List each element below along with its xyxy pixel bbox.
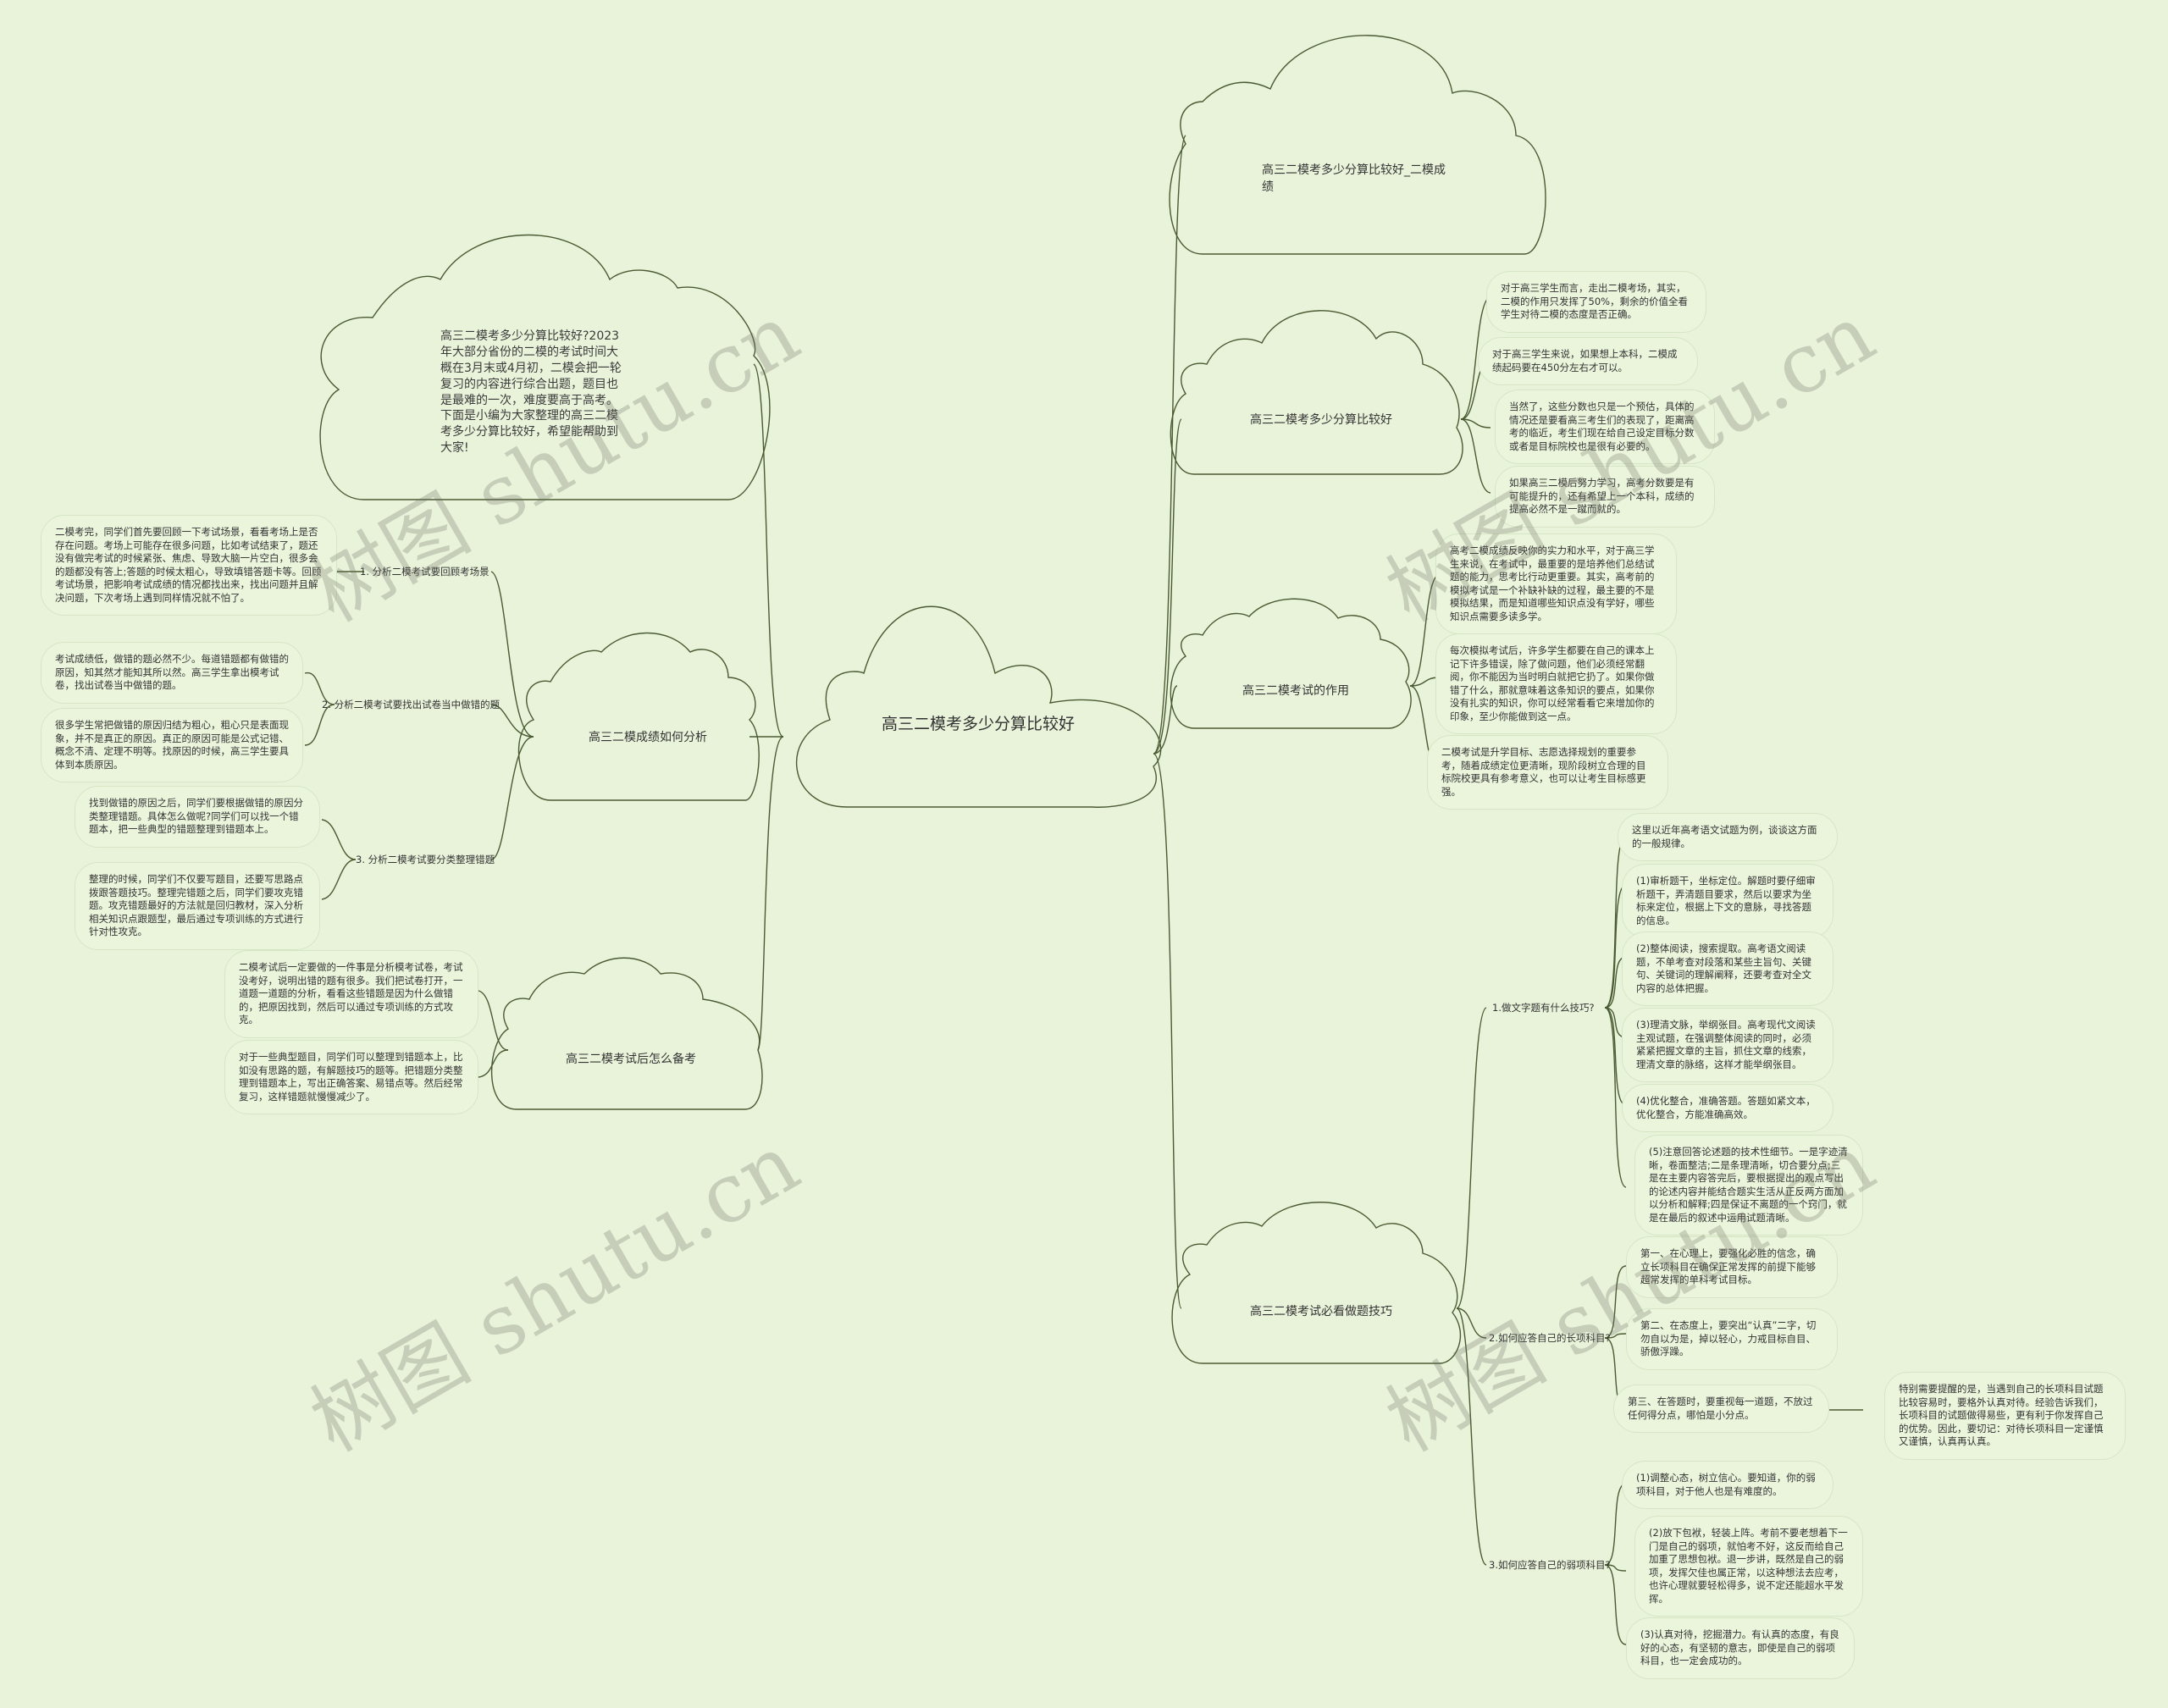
analysis-leaf-2-1[interactable]: 考试成绩低，做错的题必然不少。每道错题都有做错的原因，知其然才能知其所以然。高三… bbox=[41, 642, 303, 704]
analysis-leaf-1-1[interactable]: 二模考完，同学们首先要回顾一下考试场景，看看考场上是否存在问题。考场上可能存在很… bbox=[41, 515, 337, 616]
tips-cloud-shape bbox=[1171, 1202, 1462, 1364]
role-cloud-shape bbox=[1170, 598, 1412, 729]
topic-prep[interactable]: 高三二模考试后怎么备考 bbox=[566, 1053, 696, 1066]
prep-leaf-1[interactable]: 二模考试后一定要做的一件事是分析模考试卷，考试没考好，说明出错的题有很多。我们把… bbox=[224, 950, 478, 1038]
role-leaf-3[interactable]: 二模考试是升学目标、志愿选择规划的重要参考，随着成绩定位更清晰，现阶段树立合理的… bbox=[1427, 735, 1668, 810]
topic-two-score[interactable]: 高三二模考多少分算比较好_二模成绩 bbox=[1262, 163, 1446, 194]
tips-branch-2[interactable]: 2.如何应答自己的长项科目? bbox=[1489, 1332, 1611, 1344]
intro-cloud-shape bbox=[319, 234, 771, 500]
analysis-leaf-3-2[interactable]: 整理的时候，同学们不仅要写题目，还要写思路点拨跟答题技巧。整理完错题之后，同学们… bbox=[75, 862, 320, 950]
central-topic[interactable]: 高三二模考多少分算比较好 bbox=[881, 715, 1075, 733]
good-score-leaf-1[interactable]: 对于高三学生而言，走出二模考场，其实，二模的作用只发挥了50%，剩余的价值全看学… bbox=[1486, 271, 1706, 333]
tips-2-extra[interactable]: 特别需要提醒的是，当遇到自己的长项科目试题比较容易时，要格外认真对待。经验告诉我… bbox=[1884, 1372, 2126, 1460]
tips-2-leaf-3[interactable]: 第三、在答题时，要重视每一道题，不放过任何得分点，哪怕是小分点。 bbox=[1613, 1385, 1829, 1434]
tips-branch-3[interactable]: 3.如何应答自己的弱项科目? bbox=[1489, 1559, 1611, 1571]
tips-2-leaf-2[interactable]: 第二、在态度上，要突出“认真”二字，切勿自以为是，掉以轻心，力戒目标自目、骄傲浮… bbox=[1626, 1308, 1838, 1370]
topic-tips[interactable]: 高三二模考试必看做题技巧 bbox=[1250, 1305, 1392, 1318]
top-cloud-shape bbox=[1169, 35, 1546, 255]
analysis-branch-2[interactable]: 2. 分析二模考试要找出试卷当中做错的题 bbox=[322, 699, 501, 710]
analysis-branch-3[interactable]: 3. 分析二模考试要分类整理错题 bbox=[356, 854, 495, 865]
intro-text[interactable]: 高三二模考多少分算比较好?2023年大部分省份的二模的考试时间大概在3月末或4月… bbox=[440, 329, 622, 456]
analysis-cloud-shape bbox=[517, 632, 760, 801]
tips-1-leaf-6[interactable]: (5)注意回答论述题的技术性细节。一是字迹清晰，卷面整洁;二是条理清晰，切合要分… bbox=[1634, 1135, 1863, 1236]
tips-3-leaf-1[interactable]: (1)调整心态，树立信心。要知道，你的弱项科目，对于他人也是有难度的。 bbox=[1622, 1461, 1833, 1510]
topic-analysis[interactable]: 高三二模成绩如何分析 bbox=[589, 731, 707, 744]
tips-3-leaf-2[interactable]: (2)放下包袱，轻装上阵。考前不要老想着下一门是自己的弱项，就怕考不好，这反而给… bbox=[1634, 1516, 1863, 1617]
tips-1-leaf-2[interactable]: (1)审析题干，坐标定位。解题时要仔细审析题干，弄清题目要求，然后以要求为坐标来… bbox=[1622, 864, 1833, 939]
good-score-leaf-2[interactable]: 对于高三学生来说，如果想上本科，二模成绩起码要在450分左右才可以。 bbox=[1478, 337, 1698, 386]
role-leaf-2[interactable]: 每次模拟考试后，许多学生都要在自己的课本上记下许多错误，除了做问题，他们必须经常… bbox=[1435, 633, 1677, 735]
good-score-cloud-shape bbox=[1170, 310, 1463, 475]
tips-3-leaf-3[interactable]: (3)认真对待，挖掘潜力。有认真的态度，有良好的心态，有坚韧的意志，即使是自己的… bbox=[1626, 1617, 1855, 1679]
analysis-leaf-2-2[interactable]: 很多学生常把做错的原因归结为粗心，粗心只是表面现象，并不是真正的原因。真正的原因… bbox=[41, 708, 303, 783]
prep-leaf-2[interactable]: 对于一些典型题目，同学们可以整理到错题本上，比如没有思路的题，有解题技巧的题等。… bbox=[224, 1040, 478, 1115]
tips-2-leaf-1[interactable]: 第一、在心理上，要强化必胜的信念，确立长项科目在确保正常发挥的前提下能够超常发挥… bbox=[1626, 1236, 1838, 1298]
tips-1-leaf-4[interactable]: (3)理清文脉，举纲张目。高考现代文阅读主观试题，在强调整体阅读的同时，必须紧紧… bbox=[1622, 1008, 1833, 1083]
tips-1-leaf-1[interactable]: 这里以近年高考语文试题为例，谈谈这方面的一般规律。 bbox=[1618, 813, 1838, 862]
good-score-leaf-3[interactable]: 当然了，这些分数也只是一个预估，具体的情况还是要看高三考生们的表现了，距离高考的… bbox=[1495, 390, 1715, 465]
role-leaf-1[interactable]: 高考二模成绩反映你的实力和水平，对于高三学生来说，在考试中，最重要的是培养他们总… bbox=[1435, 533, 1677, 635]
tips-1-leaf-3[interactable]: (2)整体阅读，搜索提取。高考语文阅读题，不单考查对段落和某些主旨句、关键句、关… bbox=[1622, 931, 1833, 1007]
analysis-leaf-3-1[interactable]: 找到做错的原因之后，同学们要根据做错的原因分类整理错题。具体怎么做呢?同学们可以… bbox=[75, 786, 320, 848]
good-score-leaf-4[interactable]: 如果高三二模后努力学习，高考分数要是有可能提升的，还有希望上一个本科，成绩的提高… bbox=[1495, 466, 1715, 528]
topic-good-score[interactable]: 高三二模考多少分算比较好 bbox=[1250, 413, 1392, 427]
prep-cloud-shape bbox=[490, 957, 763, 1110]
tips-branch-1[interactable]: 1.做文字题有什么技巧? bbox=[1492, 1002, 1595, 1014]
center-cloud-shape bbox=[796, 605, 1162, 808]
tips-1-leaf-5[interactable]: (4)优化整合，准确答题。答题如紧文本，优化整合，方能准确高效。 bbox=[1622, 1084, 1833, 1133]
analysis-branch-1[interactable]: 1. 分析二模考试要回顾考场景 bbox=[360, 566, 489, 578]
topic-role[interactable]: 高三二模考试的作用 bbox=[1242, 684, 1349, 698]
